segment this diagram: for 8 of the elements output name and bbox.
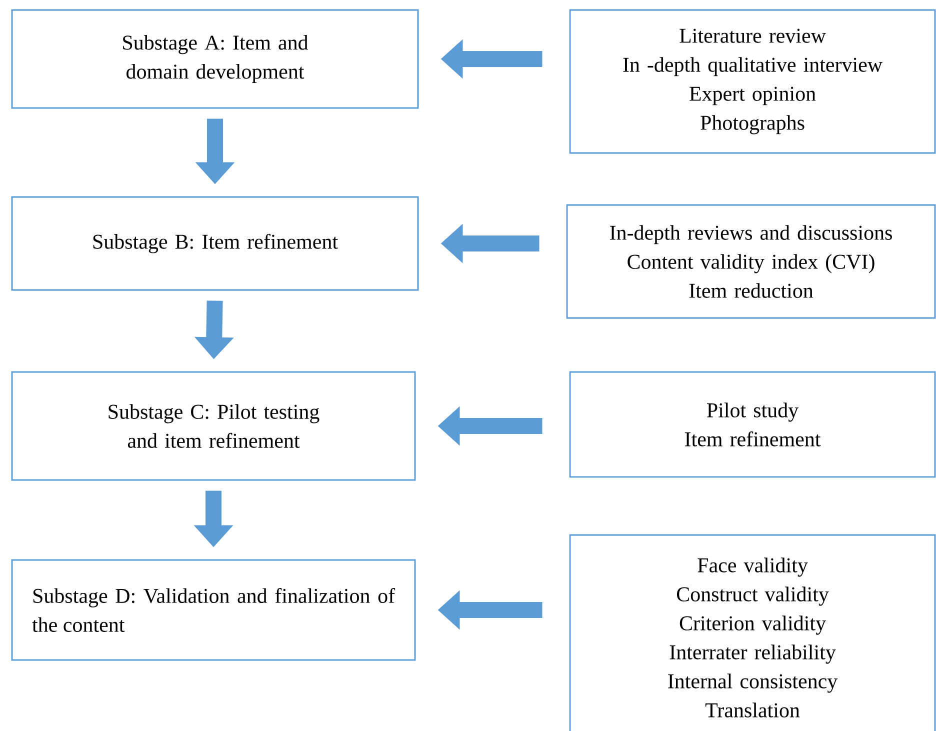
stage-box: Substage D: Validation and finalization of the content bbox=[11, 559, 416, 661]
stage-box: Substage B: Item refinement bbox=[11, 196, 419, 291]
stage-box: Substage C: Pilot testing and item refinement bbox=[11, 371, 416, 481]
stage-box: Substage A: Item and domain development bbox=[11, 9, 419, 109]
method-box: Face validity Construct validity Criterion validity Interrater reliability Internal consistency Translation bbox=[569, 534, 936, 731]
method-box: Literature review In -depth qualitative interview Expert opinion Photographs bbox=[569, 9, 936, 154]
method-box: Pilot study Item refinement bbox=[569, 371, 936, 478]
method-box: In-depth reviews and discussions Content validity index (CVI) Item reduction bbox=[566, 204, 936, 319]
